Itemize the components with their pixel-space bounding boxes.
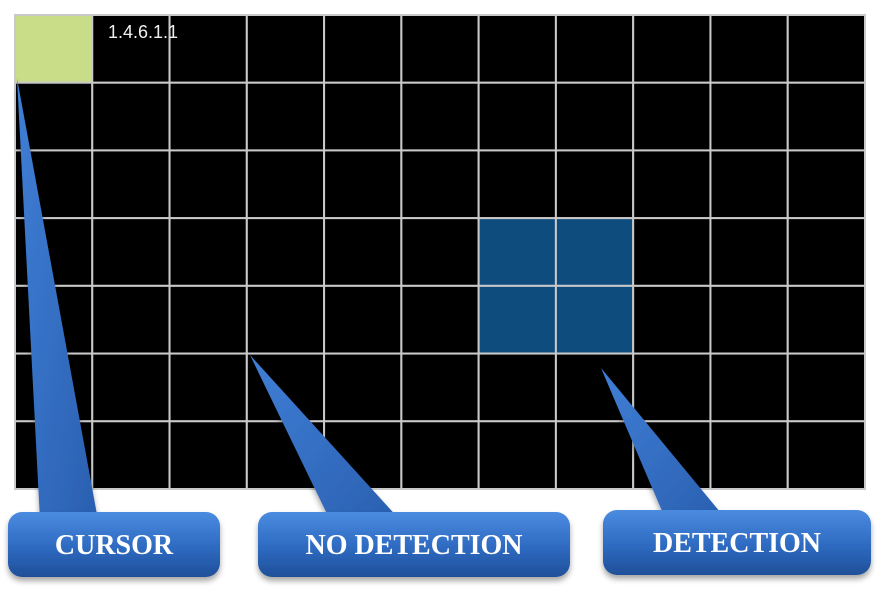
grid-cell[interactable] — [786, 284, 867, 355]
grid-cell[interactable] — [477, 352, 557, 423]
detected-cell[interactable] — [554, 217, 635, 287]
grid-cell[interactable] — [786, 81, 867, 152]
detected-cell[interactable] — [477, 284, 557, 355]
grid-cell[interactable] — [91, 284, 171, 355]
grid-cell[interactable] — [786, 420, 867, 490]
grid-cell[interactable] — [400, 81, 480, 152]
detected-cell[interactable] — [554, 284, 635, 355]
grid-cell[interactable] — [245, 284, 326, 355]
cursor-callout-tail — [17, 78, 98, 520]
grid-cell[interactable] — [168, 420, 248, 490]
grid-cell[interactable] — [323, 14, 403, 84]
grid-cell[interactable] — [91, 420, 171, 490]
detected-cell[interactable] — [477, 217, 557, 287]
grid-cell[interactable] — [477, 14, 557, 84]
grid-cell[interactable] — [709, 352, 789, 423]
grid-cell[interactable] — [400, 284, 480, 355]
grid-cell[interactable] — [323, 81, 403, 152]
grid-cell[interactable] — [168, 217, 248, 287]
grid-cell[interactable] — [168, 149, 248, 220]
grid-cell[interactable] — [400, 14, 480, 84]
grid-cell[interactable] — [245, 14, 326, 84]
grid-cell[interactable] — [477, 81, 557, 152]
grid-cell[interactable] — [323, 352, 403, 423]
grid-cell[interactable] — [245, 149, 326, 220]
grid-cell[interactable] — [554, 81, 635, 152]
detection-callout-label: DETECTION — [653, 528, 821, 559]
no-detection-callout-box — [258, 512, 570, 577]
grid-cell[interactable] — [554, 149, 635, 220]
grid-cell[interactable] — [477, 149, 557, 220]
grid-cell[interactable] — [632, 81, 712, 152]
detection-callout-tail — [601, 368, 725, 518]
grid-cell[interactable] — [91, 149, 171, 220]
grid-cell[interactable] — [91, 217, 171, 287]
grid-cell[interactable] — [786, 352, 867, 423]
zone-label: 1.4.6.1.1 — [108, 22, 178, 42]
grid-cell[interactable] — [786, 14, 867, 84]
grid-cell[interactable] — [91, 81, 171, 152]
grid-cell[interactable] — [400, 149, 480, 220]
callout-tails — [17, 78, 725, 520]
grid-cell[interactable] — [632, 217, 712, 287]
grid-cell[interactable] — [632, 284, 712, 355]
grid-cell[interactable] — [709, 149, 789, 220]
grid-cell[interactable] — [323, 217, 403, 287]
callout-no-detection: NO DETECTION — [258, 512, 570, 577]
grid-cell[interactable] — [632, 352, 712, 423]
grid-cell[interactable] — [709, 284, 789, 355]
grid-cell[interactable] — [786, 149, 867, 220]
grid-cell[interactable] — [245, 81, 326, 152]
grid-cell[interactable] — [91, 14, 171, 84]
callout-detection: DETECTION — [603, 510, 871, 575]
grid-cell[interactable] — [245, 217, 326, 287]
grid-cell[interactable] — [323, 149, 403, 220]
grid-cell[interactable] — [632, 149, 712, 220]
grid-cell[interactable] — [709, 420, 789, 490]
grid-cell[interactable] — [400, 352, 480, 423]
cursor-callout-box — [8, 512, 220, 577]
grid-cells — [14, 14, 867, 490]
grid-cell[interactable] — [91, 352, 171, 423]
grid-cell[interactable] — [786, 217, 867, 287]
grid-cell[interactable] — [168, 352, 248, 423]
grid-cell[interactable] — [323, 284, 403, 355]
grid-cell[interactable] — [168, 284, 248, 355]
grid-cell[interactable] — [632, 14, 712, 84]
grid-cell[interactable] — [709, 217, 789, 287]
no-detection-callout-label: NO DETECTION — [305, 530, 522, 561]
grid-cell[interactable] — [477, 420, 557, 490]
grid-cell[interactable] — [168, 14, 248, 84]
detection-callout-box — [603, 510, 871, 575]
callout-cursor: CURSOR — [8, 512, 220, 577]
grid-cell[interactable] — [709, 14, 789, 84]
grid-cell[interactable] — [400, 420, 480, 490]
grid-cell[interactable] — [554, 14, 635, 84]
cursor-callout-label: CURSOR — [55, 530, 174, 561]
grid-cell[interactable] — [709, 81, 789, 152]
cursor-cell[interactable] — [14, 14, 94, 84]
grid-cell[interactable] — [168, 81, 248, 152]
no-detection-callout-tail — [250, 355, 400, 520]
grid-cell[interactable] — [554, 420, 635, 490]
grid-cell[interactable] — [400, 217, 480, 287]
